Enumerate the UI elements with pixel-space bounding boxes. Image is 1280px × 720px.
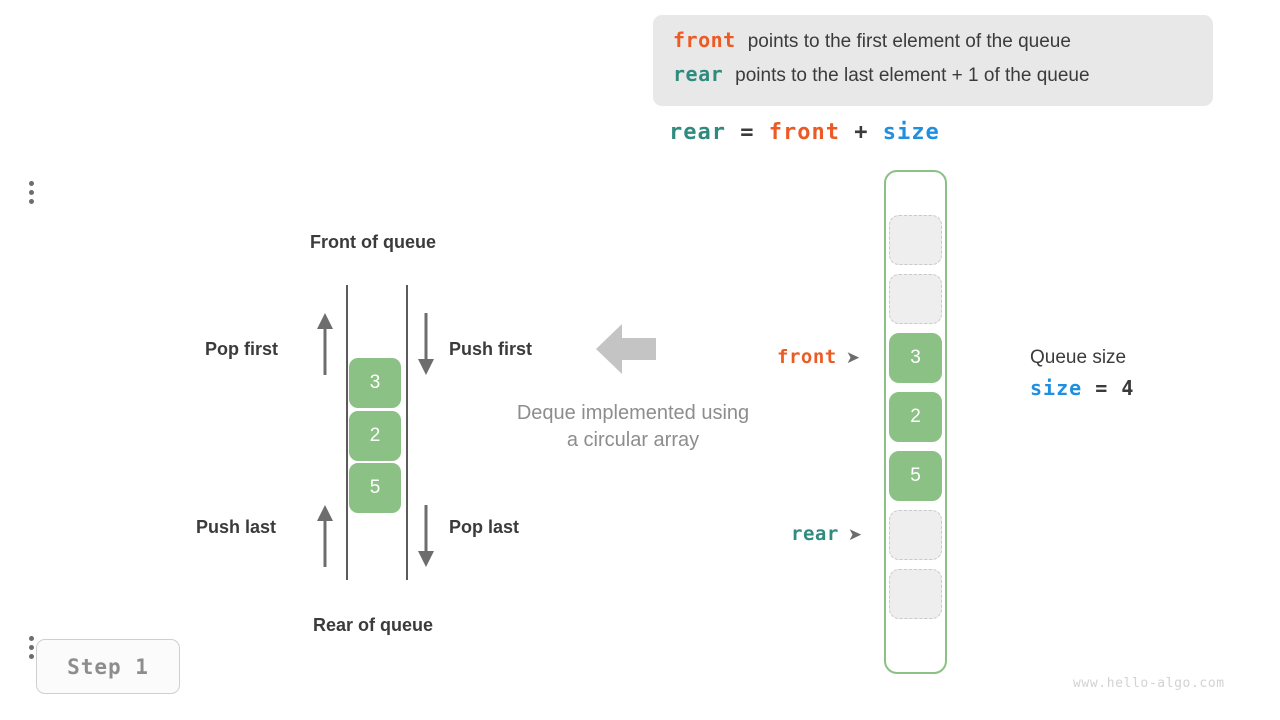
legend-keyword-front: front bbox=[673, 28, 736, 52]
watermark: www.hello-algo.com bbox=[1073, 676, 1225, 691]
queue-size-equals: = bbox=[1095, 376, 1109, 400]
pointer-arrow-icon: ➤ bbox=[847, 524, 863, 544]
legend-banner: front points to the first element of the… bbox=[653, 15, 1213, 106]
label-pop-last: Pop last bbox=[449, 517, 520, 537]
legend-row-front: front points to the first element of the… bbox=[673, 28, 1193, 62]
array-cell: 2 bbox=[889, 392, 942, 442]
center-caption-line-2: a circular array bbox=[566, 429, 700, 451]
formula-equals: = bbox=[740, 120, 755, 145]
deque-element: 2 bbox=[349, 411, 401, 461]
queue-size-var: size bbox=[1030, 376, 1083, 400]
label-push-last: Push last bbox=[196, 517, 277, 537]
arrow-up-icon bbox=[317, 505, 333, 567]
queue-size-title: Queue size bbox=[1030, 347, 1127, 368]
label-pop-first: Pop first bbox=[205, 339, 279, 359]
label-front-of-queue: Front of queue bbox=[310, 232, 436, 252]
array-cell bbox=[889, 510, 942, 560]
legend-row-rear: rear points to the last element + 1 of t… bbox=[673, 62, 1193, 96]
label-rear-of-queue: Rear of queue bbox=[312, 615, 434, 635]
arrow-up-icon bbox=[317, 313, 333, 375]
formula-rhs-size: size bbox=[882, 120, 940, 145]
center-caption: Deque implemented using a circular array bbox=[468, 400, 798, 454]
arrow-down-icon bbox=[418, 505, 434, 567]
deque-channel-line-left bbox=[346, 285, 348, 580]
label-push-first: Push first bbox=[449, 339, 533, 359]
arrow-down-icon bbox=[418, 313, 434, 375]
step-badge: Step 1 bbox=[36, 639, 180, 694]
pointer-front-label: front bbox=[777, 346, 837, 368]
ellipsis-bottom-icon bbox=[0, 636, 63, 659]
queue-size-value: 4 bbox=[1121, 376, 1135, 400]
queue-size-block: Queue size size = 4 bbox=[1030, 344, 1134, 403]
center-caption-line-1: Deque implemented using bbox=[516, 402, 750, 424]
legend-keyword-rear: rear bbox=[673, 62, 724, 86]
legend-text-front: points to the first element of the queue bbox=[747, 31, 1071, 52]
pointer-rear: rear ➤ bbox=[791, 523, 862, 545]
ellipsis-top-icon bbox=[0, 181, 63, 204]
deque-element: 3 bbox=[349, 358, 401, 408]
array-cell bbox=[889, 569, 942, 619]
pointer-rear-label: rear bbox=[791, 523, 839, 545]
formula-rhs-front: front bbox=[768, 120, 840, 145]
pointer-arrow-icon: ➤ bbox=[845, 347, 860, 367]
legend-text-rear: points to the last element + 1 of the qu… bbox=[735, 65, 1090, 86]
deque-element: 5 bbox=[349, 463, 401, 513]
formula-rear-equals-front-plus-size: rear = front + size bbox=[669, 120, 940, 145]
array-cell: 5 bbox=[889, 451, 942, 501]
deque-channel-line-right bbox=[406, 285, 408, 580]
array-cell bbox=[889, 274, 942, 324]
array-cell bbox=[889, 215, 942, 265]
formula-lhs: rear bbox=[669, 120, 726, 145]
formula-plus: + bbox=[854, 120, 869, 145]
pointer-front: front ➤ bbox=[777, 346, 860, 368]
queue-size-expression: size = 4 bbox=[1030, 373, 1134, 403]
arrow-left-icon bbox=[596, 324, 656, 374]
array-cell: 3 bbox=[889, 333, 942, 383]
